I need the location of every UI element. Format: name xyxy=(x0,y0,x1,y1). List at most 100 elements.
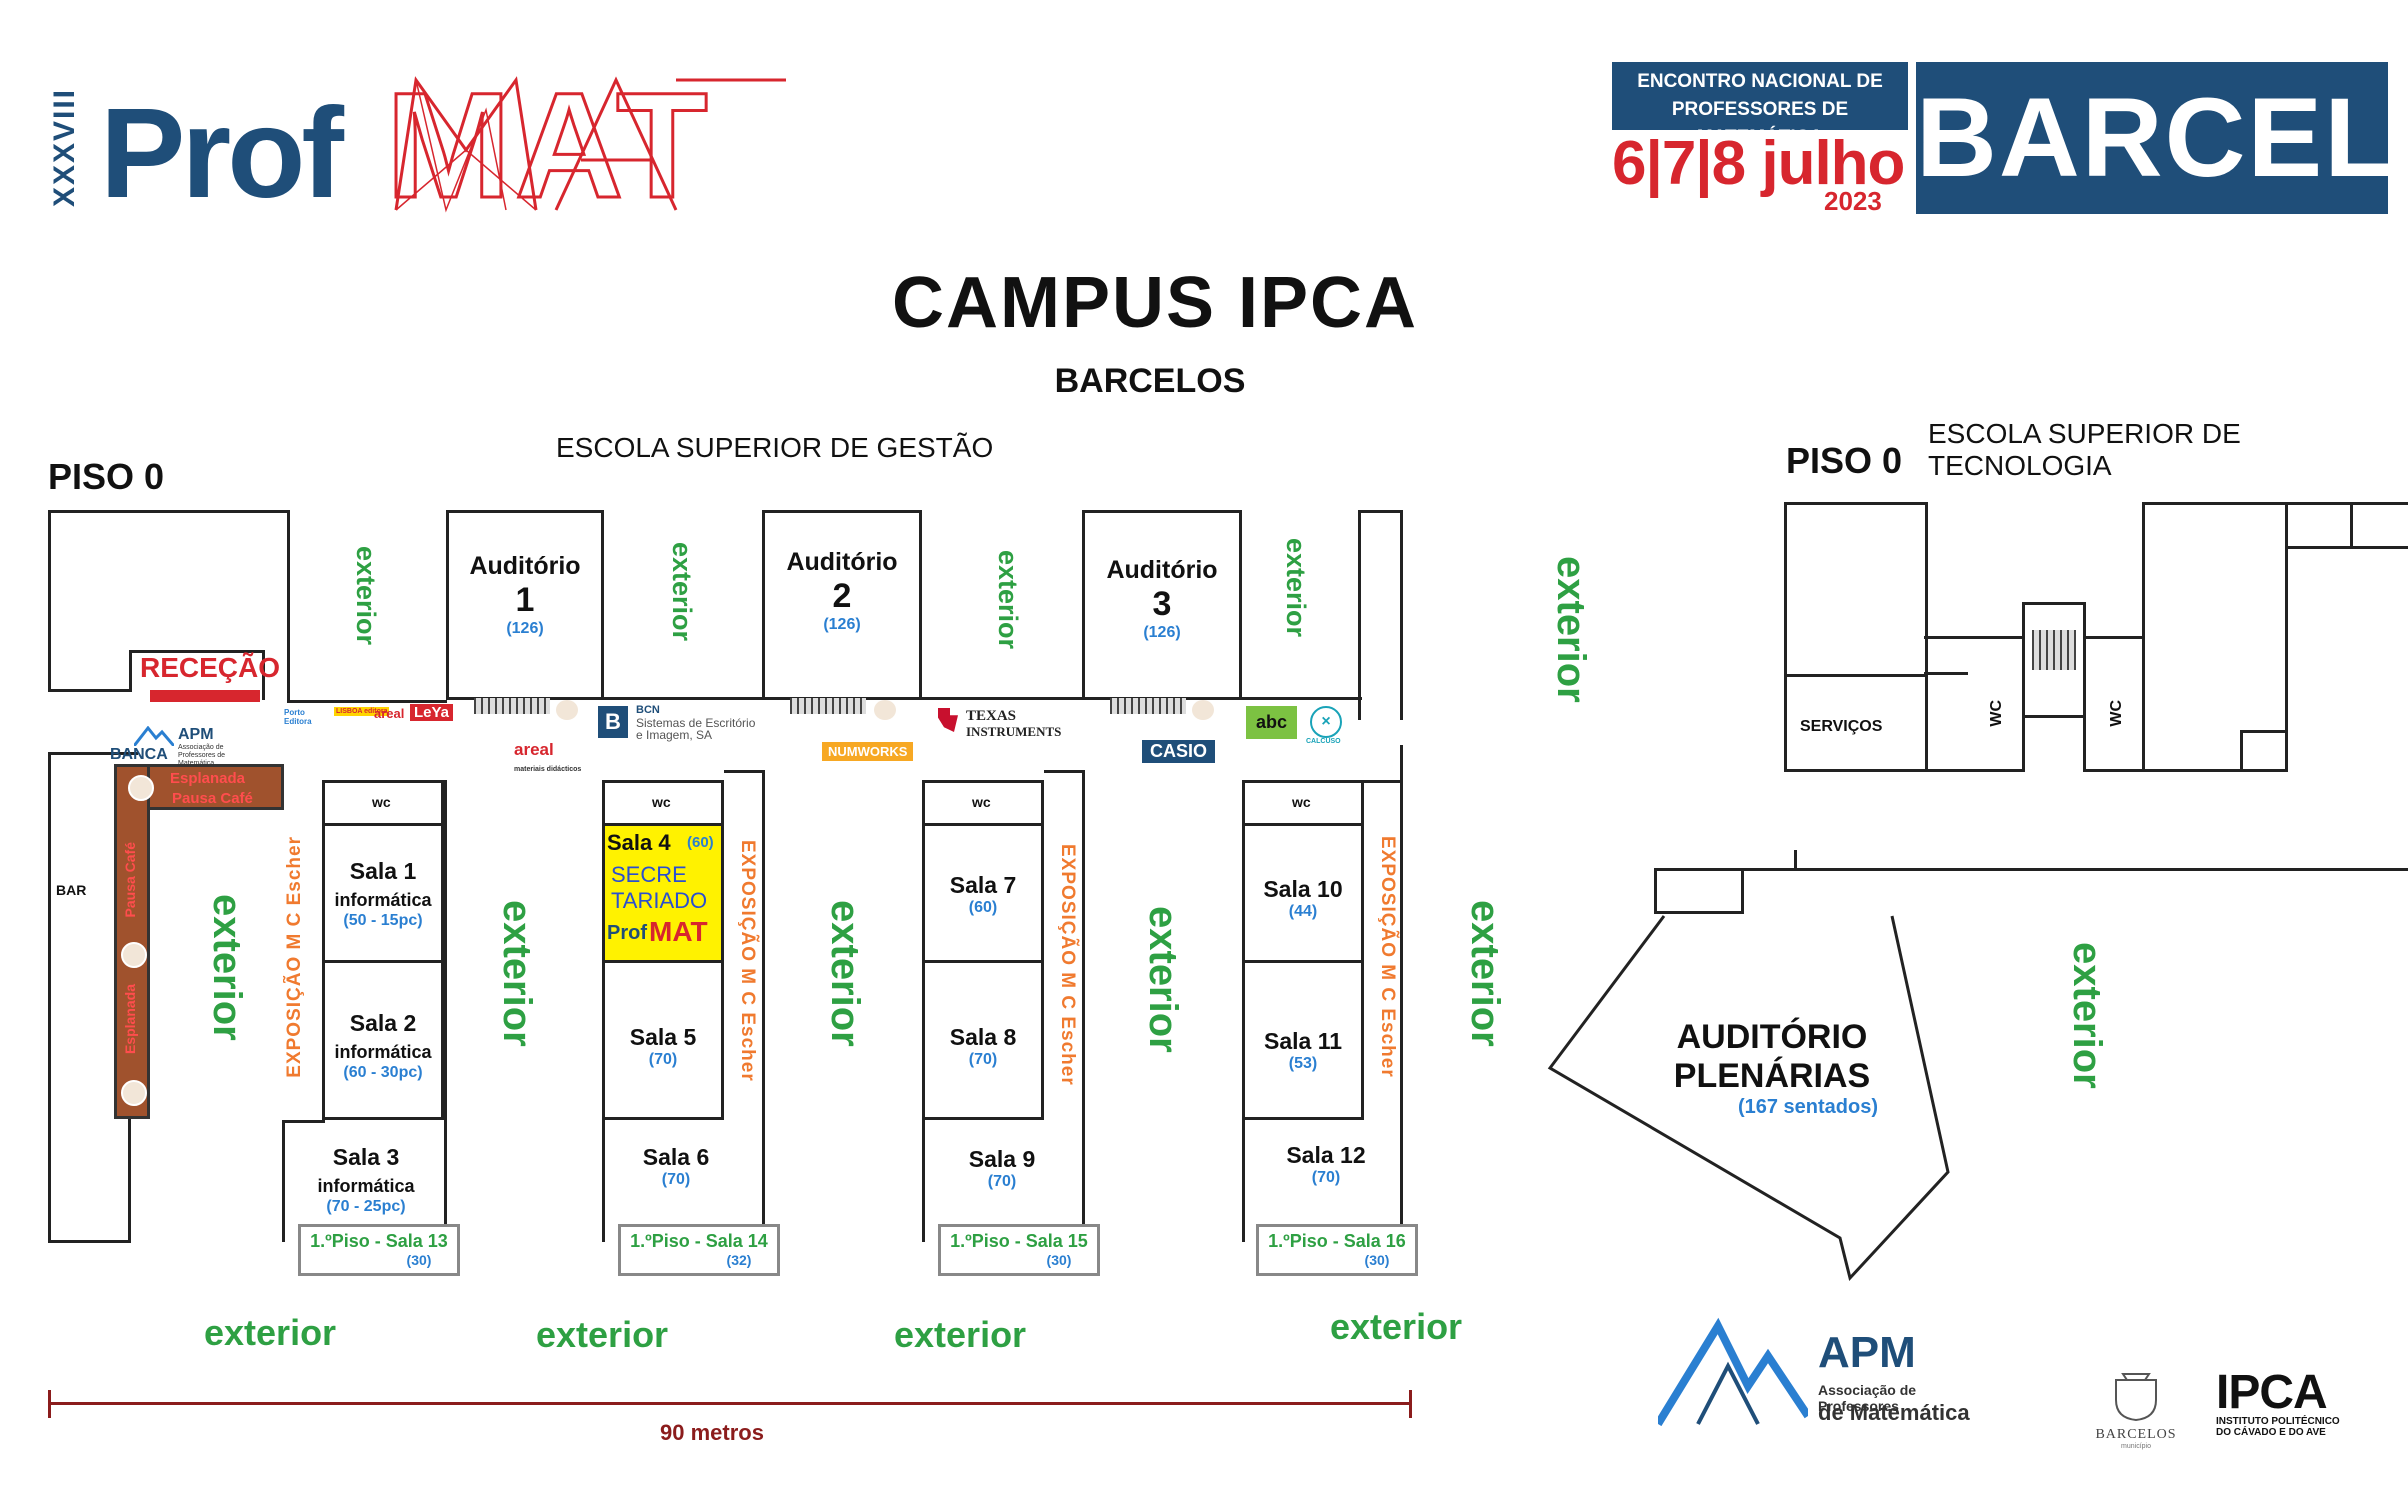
sala-7[interactable]: Sala 7 (60) xyxy=(922,872,1044,917)
pausa-cafe-vertical-label: Pausa Café xyxy=(122,842,138,918)
sala-1[interactable]: Sala 1 informática (50 - 15pc) xyxy=(322,858,444,930)
auditorio-capacity: (126) xyxy=(823,616,861,633)
auditorio-2[interactable]: Auditório 2 (126) xyxy=(762,548,922,634)
sala-name: Sala 10 xyxy=(1263,876,1343,902)
sala-capacity: (70) xyxy=(968,1051,998,1068)
piso1-sala-15[interactable]: 1.ºPiso - Sala 15 (30) xyxy=(938,1224,1100,1276)
sala-2[interactable]: Sala 2 informática (60 - 30pc) xyxy=(322,1010,444,1082)
auditorio-plenarias-outline xyxy=(1547,915,1950,1282)
secretariado-logo-mat: MAT xyxy=(649,916,708,947)
ipca-sub2: DO CÁVADO E DO AVE xyxy=(2216,1427,2326,1438)
sala-3[interactable]: Sala 3 informática (70 - 25pc) xyxy=(286,1144,446,1216)
auditorio-plenarias-subtitle: PLENÁRIAS xyxy=(1673,1057,1871,1095)
auditorio-name: Auditório xyxy=(786,548,898,576)
wc-label: wc xyxy=(372,794,391,810)
ipca-name: IPCA xyxy=(2216,1366,2328,1419)
auditorio-plenarias-title: AUDITÓRIO xyxy=(1676,1018,1868,1056)
barcelos-sub: município xyxy=(2121,1443,2151,1450)
piso1-sala-name: Sala 13 xyxy=(385,1231,448,1251)
logo-numeral: XXXVIII xyxy=(48,88,81,208)
exposicao-label: EXPOSIÇÃO M C Escher xyxy=(1057,844,1078,1086)
leya-logo: LeYa xyxy=(410,704,454,721)
exterior-label: exterior xyxy=(536,1314,669,1355)
encontro-banner: ENCONTRO NACIONAL DE PROFESSORES DE MATE… xyxy=(1612,62,1908,148)
auditorio-number: 3 xyxy=(1152,585,1172,623)
scale-bar-tick xyxy=(48,1390,51,1418)
sala-capacity: (70) xyxy=(987,1173,1017,1190)
areal-sub: materiais didácticos xyxy=(514,766,582,773)
sala-6[interactable]: Sala 6 (70) xyxy=(596,1144,756,1189)
sala-5[interactable]: Sala 5 (70) xyxy=(602,1024,724,1069)
wc-label: wc xyxy=(1292,794,1311,810)
rececao-label: RECEÇÃO xyxy=(140,652,281,683)
esplanada-vertical-label: Esplanada xyxy=(122,984,138,1055)
sala-sub: informática xyxy=(334,890,432,910)
numworks-logo: NUMWORKS xyxy=(822,742,914,761)
apm-footer-name: APM xyxy=(1818,1328,1916,1377)
sala-capacity: (60 - 30pc) xyxy=(343,1064,423,1081)
piso1-sala-14[interactable]: 1.ºPiso - Sala 14 (32) xyxy=(618,1224,780,1276)
barcelos-municipio-logo: BARCELOS município xyxy=(2076,1370,2196,1450)
sala-11[interactable]: Sala 11 (53) xyxy=(1242,1028,1364,1073)
sala-capacity: (70) xyxy=(1311,1169,1341,1186)
profmat-logo: XXXVIII Prof MAT xyxy=(48,69,786,222)
auditorio-3[interactable]: Auditório 3 (126) xyxy=(1082,556,1242,642)
piso1-prefix: 1.ºPiso - xyxy=(630,1231,706,1251)
sala-name: Sala 11 xyxy=(1263,1028,1343,1054)
piso1-sala-16[interactable]: 1.ºPiso - Sala 16 (30) xyxy=(1256,1224,1418,1276)
bar-label: BAR xyxy=(56,882,87,898)
piso1-sala-name: Sala 14 xyxy=(705,1231,768,1251)
sala-9[interactable]: Sala 9 (70) xyxy=(922,1146,1082,1191)
stairs-icon xyxy=(474,698,550,714)
page-title: CAMPUS IPCA xyxy=(891,263,1419,343)
sala-sub: informática xyxy=(334,1042,432,1062)
page-subtitle: BARCELOS xyxy=(1054,362,1246,400)
wc-label: WC xyxy=(2108,700,2125,727)
exterior-label: exterior xyxy=(204,1312,337,1353)
auditorio-name: Auditório xyxy=(1106,556,1218,584)
exterior-label: exterior xyxy=(894,1314,1027,1355)
coat-of-arms-icon xyxy=(2115,1373,2157,1422)
piso1-capacity: (30) xyxy=(1046,1252,1072,1268)
sala-sub: informática xyxy=(317,1176,415,1196)
sala-name: Sala 1 xyxy=(349,858,417,884)
piso1-capacity: (30) xyxy=(406,1252,432,1268)
school-gestao-label: ESCOLA SUPERIOR DE GESTÃO xyxy=(556,432,994,463)
sala-name: Sala 12 xyxy=(1286,1142,1366,1168)
table-icon xyxy=(128,775,154,801)
exposicao-label: EXPOSIÇÃO M C Escher xyxy=(737,840,758,1082)
rececao-desk xyxy=(150,690,260,702)
exterior-label: exterior xyxy=(1330,1306,1463,1347)
auditorio-plenarias-capacity: (167 sentados) xyxy=(1737,1096,1878,1118)
table-icon xyxy=(121,942,147,968)
apm-banca-sub: Associação de Professores de Matemática xyxy=(178,744,226,767)
sala-4[interactable]: Sala 4 (60) SECRE TARIADO Prof MAT xyxy=(605,826,721,960)
sala-name: Sala 4 xyxy=(607,830,671,855)
auditorio-number: 1 xyxy=(515,581,535,619)
apm-footer-logo: APM Associação de Professores de Matemát… xyxy=(1658,1316,1988,1446)
sala-12[interactable]: Sala 12 (70) xyxy=(1246,1142,1406,1187)
piso1-prefix: 1.ºPiso - xyxy=(1268,1231,1344,1251)
areal-logo-small: areal xyxy=(374,706,405,721)
banca-label: BANCA xyxy=(110,746,168,763)
calcuso-icon: × xyxy=(1310,706,1342,738)
sala-capacity: (70 - 25pc) xyxy=(326,1198,406,1215)
sala-8[interactable]: Sala 8 (70) xyxy=(922,1024,1044,1069)
coffee-icon xyxy=(1192,700,1214,720)
ti-line2: INSTRUMENTS xyxy=(966,724,1062,739)
wc-label: wc xyxy=(652,794,671,810)
stairs-icon xyxy=(790,698,866,714)
lisboa-editora-logo: LISBOA editora xyxy=(334,707,390,716)
bcn-sub2: e Imagem, SA xyxy=(636,728,713,742)
sala-10[interactable]: Sala 10 (44) xyxy=(1242,876,1364,921)
auditorio-plenarias[interactable]: AUDITÓRIO PLENÁRIAS (167 sentados) xyxy=(1652,1018,1892,1119)
logo-mesh-icon xyxy=(394,76,786,213)
piso1-sala-13[interactable]: 1.ºPiso - Sala 13 (30) xyxy=(298,1224,460,1276)
areal-logo: areal materiais didácticos xyxy=(514,740,581,774)
ti-line1: TEXAS xyxy=(966,708,1017,724)
auditorio-1[interactable]: Auditório 1 (126) xyxy=(446,552,604,638)
sala-name: Sala 7 xyxy=(949,872,1017,898)
areal-name: areal xyxy=(514,740,554,759)
piso1-sala-name: Sala 16 xyxy=(1343,1231,1406,1251)
scale-bar xyxy=(48,1402,1412,1405)
